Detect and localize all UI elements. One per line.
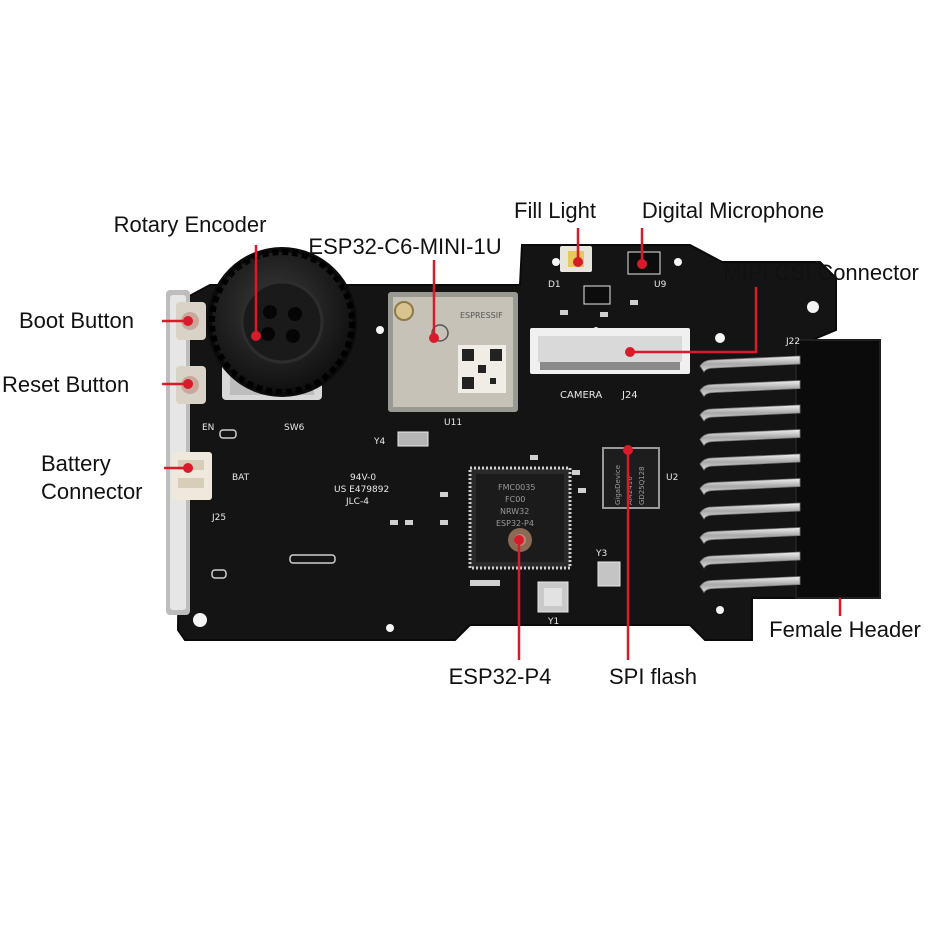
header-pin [699,453,801,471]
crystals [397,431,621,613]
callout-dots [183,257,647,545]
silk-flash-2: AM2416 [626,476,634,505]
header-pin [699,576,801,594]
silk-cert-3: JLC-4 [345,497,369,507]
silk-u9: U9 [654,280,667,290]
label-rotary-encoder: Rotary Encoder [113,212,267,237]
label-battery-line1: Battery [41,451,111,476]
battery-connector-part [172,452,212,500]
esp32-c6-module-part: ESPRESSIF [388,292,518,412]
header-pin [699,502,801,520]
silk-u2: U2 [666,473,678,483]
silk-j24: J24 [621,390,638,401]
header-pin [699,380,801,398]
smd-parts [211,300,638,586]
silk-y3: Y3 [595,549,607,559]
silk-j25: J25 [211,513,226,523]
silk-y4: Y4 [373,437,385,447]
spi-flash-chip-part [602,447,660,509]
silk-camera: CAMERA [560,390,602,401]
label-esp32-p4: ESP32-P4 [448,664,552,689]
silk-u11: U11 [444,418,462,428]
silk-cert-2: US E479892 [334,485,389,495]
silk-flash-1: GigaDevice [614,465,622,505]
callout-lines [162,228,842,660]
label-female-header: Female Header [769,617,921,642]
label-digital-microphone: Digital Microphone [641,198,825,223]
header-pin [699,355,801,373]
silk-p4-2: FC00 [505,495,525,504]
label-battery-line2: Connector [41,479,143,504]
camera-connector-part [530,328,690,374]
silk-p4-4: ESP32-P4 [496,519,534,528]
header-pin [699,478,801,496]
label-fill-light: Fill Light [514,198,596,223]
silk-en: EN [202,423,214,433]
header-pins [699,355,801,594]
c6-module-marking: ESPRESSIF [460,311,503,320]
silk-p4-3: NRW32 [500,507,529,516]
callout-mipi-csi [632,287,758,354]
silk-cert-1: 94V-0 [350,473,376,483]
female-header-part [699,339,881,599]
silkscreen-text: D1 U9 CAMERA J24 U11 Y4 U2 Y3 Y1 EN SW6 … [202,280,800,627]
header-pin [699,551,801,569]
silk-flash-3: GD25Q128 [638,466,646,505]
silk-y1: Y1 [547,617,559,627]
label-reset-button: Reset Button [2,372,130,397]
label-esp32-c6-mini-1u: ESP32-C6-MINI-1U [308,234,502,259]
header-pin [699,404,801,422]
silk-d1: D1 [548,280,561,290]
header-pin [699,527,801,545]
label-boot-button: Boot Button [19,308,134,333]
label-mipi-csi-connector: MIPI CSI Connector [723,260,919,285]
rotary-encoder-part [207,247,357,400]
silk-sw6: SW6 [284,423,305,433]
label-spi-flash: SPI flash [608,664,698,689]
silk-p4-1: FMC0035 [498,483,535,492]
silk-bat: BAT [232,473,250,483]
header-pin [699,429,801,447]
silk-j22: J22 [785,337,800,347]
